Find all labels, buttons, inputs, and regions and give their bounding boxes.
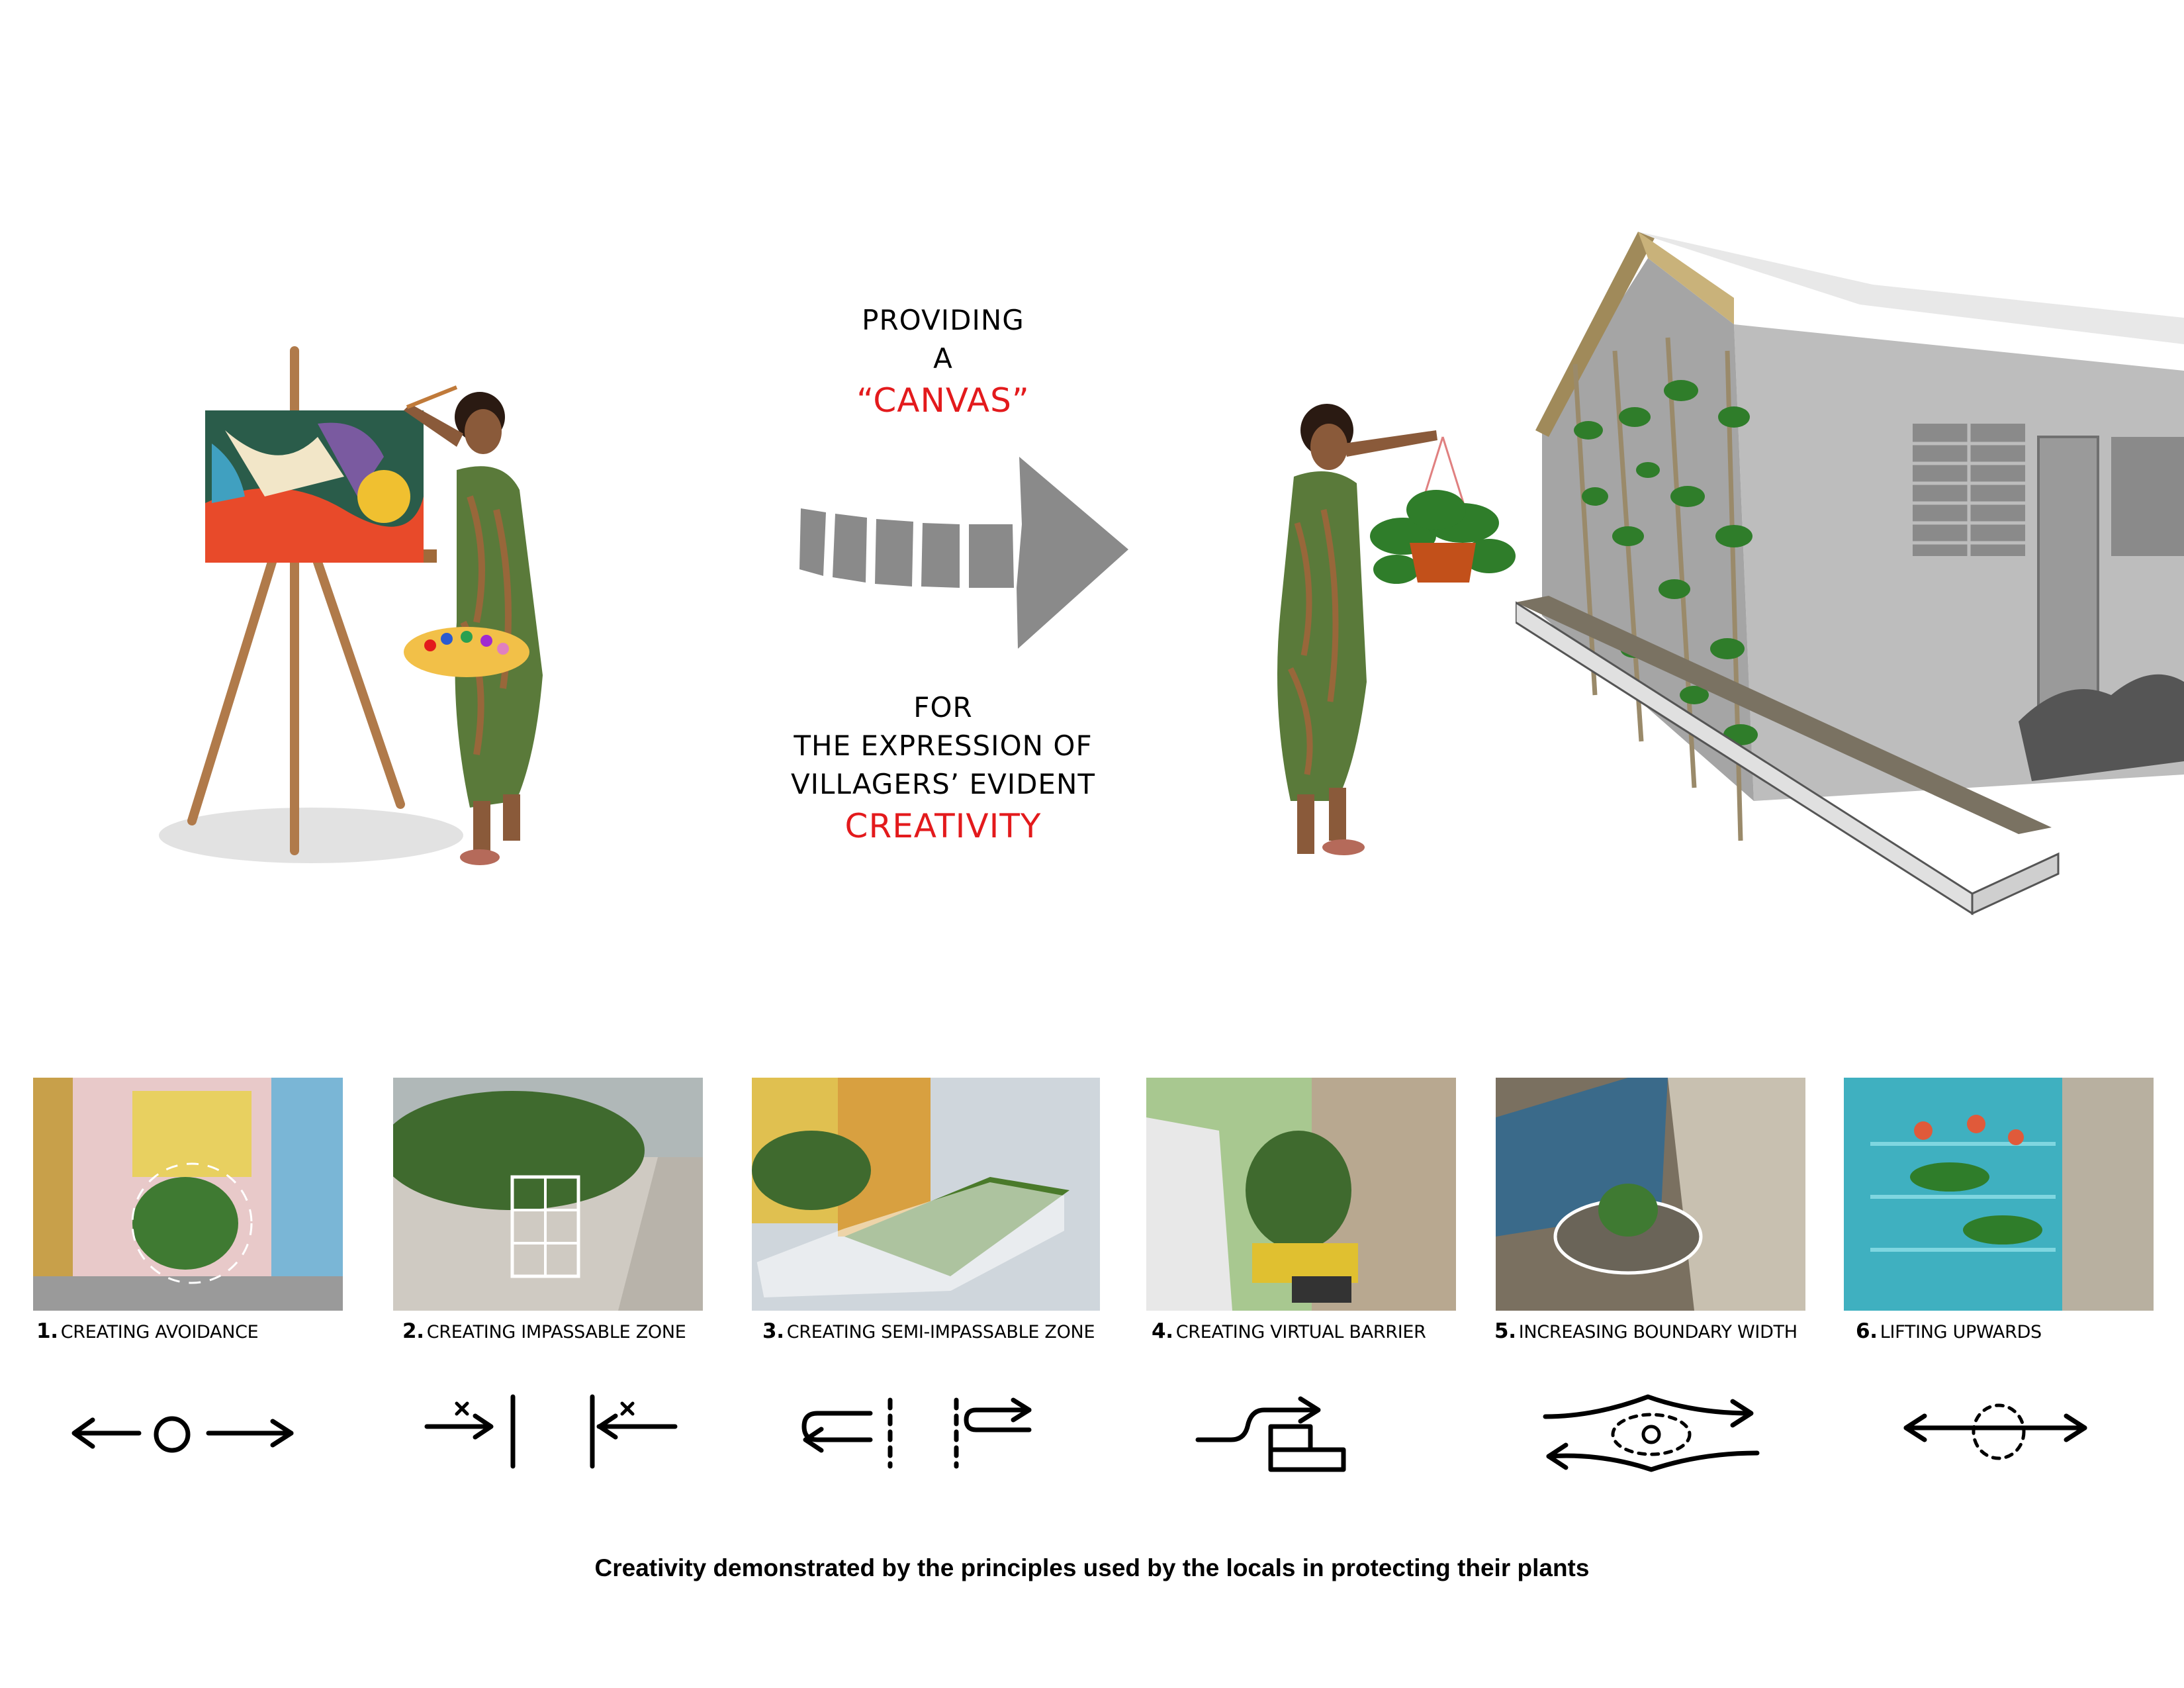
for-text: FOR (913, 691, 973, 724)
a-text: A (933, 342, 953, 375)
avoidance-icon (66, 1387, 304, 1479)
principle-label-1: 1.CREATING AVOIDANCE (36, 1319, 259, 1343)
villagers-text: VILLAGERS’ EVIDENT (790, 767, 1096, 800)
lifting-upwards-icon (1899, 1387, 2091, 1479)
concept-top-text: PROVIDING A “CANVAS” (735, 301, 1152, 424)
concept-bottom-text: FOR THE EXPRESSION OF VILLAGERS’ EVIDENT… (735, 688, 1152, 849)
photo-avoidance (33, 1078, 343, 1311)
principle-label-6: 6.LIFTING UPWARDS (1856, 1319, 2042, 1343)
boundary-width-icon (1542, 1387, 1760, 1479)
photo-impassable-zone (393, 1078, 703, 1311)
house-illustration (1514, 218, 2184, 947)
providing-text: PROVIDING (862, 304, 1024, 336)
impassable-zone-icon (424, 1387, 682, 1479)
photo-lifting-upwards (1844, 1078, 2154, 1311)
figure-caption: Creativity demonstrated by the principle… (594, 1554, 1590, 1581)
woman-with-plant-illustration (1244, 391, 1522, 880)
virtual-barrier-icon (1191, 1387, 1430, 1479)
painter-illustration (146, 344, 609, 874)
semi-impassable-zone-icon (797, 1387, 1036, 1479)
photo-virtual-barrier (1146, 1078, 1456, 1311)
photo-boundary-width (1496, 1078, 1805, 1311)
principle-label-3: 3.CREATING SEMI-IMPASSABLE ZONE (762, 1319, 1095, 1343)
principle-label-4: 4.CREATING VIRTUAL BARRIER (1152, 1319, 1426, 1343)
creativity-text: CREATIVITY (844, 806, 1042, 845)
principle-label-2: 2.CREATING IMPASSABLE ZONE (402, 1319, 686, 1343)
canvas-text: “CANVAS” (856, 381, 1030, 420)
transition-arrow (794, 457, 1138, 655)
principle-label-5: 5.INCREASING BOUNDARY WIDTH (1494, 1319, 1797, 1343)
expression-text: THE EXPRESSION OF (794, 729, 1093, 762)
photo-semi-impassable-zone (752, 1078, 1100, 1311)
